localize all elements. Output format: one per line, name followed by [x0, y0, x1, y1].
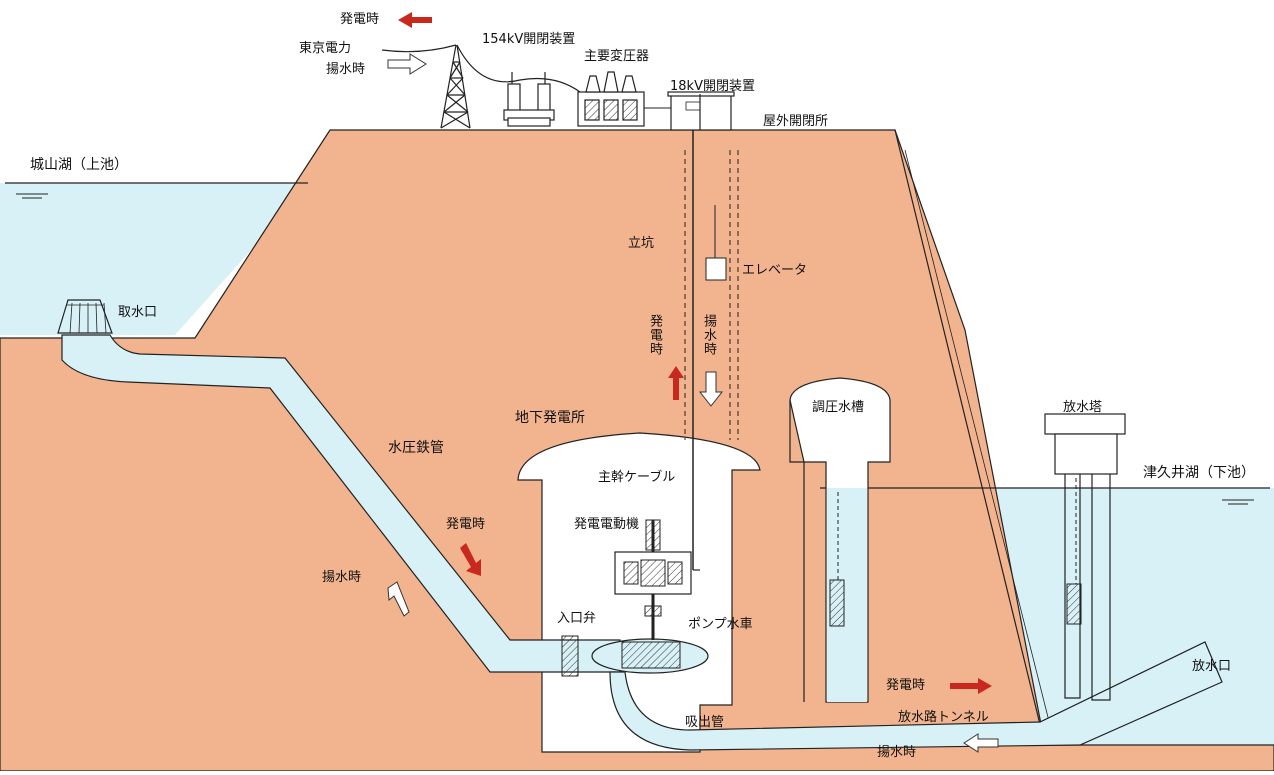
label-penstock: 水圧鉄管 — [388, 440, 444, 456]
label-pumping-penstock: 揚水時 — [322, 570, 362, 585]
dam-slope-outer — [894, 129, 1046, 746]
label-generation-shaft: 発電時 — [647, 314, 662, 356]
label-underground-plant: 地下発電所 — [515, 410, 585, 426]
label-outlet-tower: 放水塔 — [1063, 400, 1103, 415]
pump-turbine-runner — [621, 641, 681, 669]
arrow-generation-tailrace — [950, 678, 992, 694]
arrow-pumping-penstock — [387, 581, 410, 617]
label-pumping-shaft: 揚水時 — [701, 314, 716, 356]
shaft-bearing — [644, 605, 662, 617]
label-draft-tube: 吸出管 — [685, 715, 725, 730]
label-outdoor-switchyard: 屋外開閉所 — [763, 114, 829, 129]
label-tokyo-power: 東京電力 — [299, 41, 352, 56]
switchgear-18kv — [667, 91, 735, 131]
arrow-generation-top — [398, 12, 432, 28]
label-switchgear-18kv: 18kV開閉装置 — [670, 79, 755, 94]
outlet-tower-top — [1044, 413, 1126, 435]
label-main-transformer: 主要変圧器 — [584, 49, 650, 64]
upper-lake-water — [0, 183, 305, 335]
generator-rotor — [640, 559, 666, 587]
power-line-west — [381, 44, 457, 53]
arrow-generation-shaft — [668, 366, 684, 400]
power-line-east — [456, 44, 581, 93]
surge-gate — [829, 579, 845, 627]
label-intake: 取水口 — [118, 305, 158, 320]
label-elevator: エレベータ — [742, 263, 808, 278]
label-tailrace-tunnel: 放水路トンネル — [898, 710, 989, 725]
arrow-pumping-tailrace — [963, 733, 999, 753]
surge-tank-wall — [789, 400, 805, 702]
label-generator-motor: 発電電動機 — [574, 517, 640, 532]
outlet-tower-body — [1054, 433, 1118, 475]
label-generation-penstock: 発電時 — [446, 517, 486, 532]
label-pumping-top: 揚水時 — [326, 62, 366, 77]
generator-stator-left — [623, 561, 639, 585]
elevator-car — [705, 257, 727, 281]
generator-top — [645, 519, 661, 551]
label-pumping-tailrace: 揚水時 — [877, 745, 917, 760]
arrow-pumping-shaft — [698, 371, 724, 407]
switchgear-154kv — [503, 72, 555, 127]
tailrace-tunnel — [609, 641, 1223, 751]
arrow-generation-penstock — [460, 543, 481, 576]
label-pump-turbine: ポンプ水車 — [688, 617, 753, 632]
main-transformer — [577, 71, 645, 127]
label-switchgear-154kv: 154kV開閉装置 — [482, 32, 576, 47]
label-lower-lake: 津久井湖（下池） — [1143, 465, 1255, 481]
dam-slope-inner — [904, 149, 1056, 746]
label-shaft: 立坑 — [628, 236, 655, 251]
label-generation-top: 発電時 — [340, 12, 380, 27]
transmission-tower — [440, 44, 471, 129]
label-surge-tank: 調圧水槽 — [812, 400, 865, 415]
inlet-valve — [561, 635, 579, 677]
generator-stator-right — [667, 561, 683, 585]
outlet-gate — [1066, 583, 1082, 625]
label-generation-tailrace: 発電時 — [886, 678, 926, 693]
label-main-cable: 主幹ケーブル — [598, 470, 676, 485]
label-outlet: 放水口 — [1192, 659, 1232, 674]
label-upper-lake: 城山湖（上池） — [30, 157, 128, 173]
arrow-pumping-top — [387, 53, 427, 75]
label-inlet-valve: 入口弁 — [557, 611, 597, 626]
